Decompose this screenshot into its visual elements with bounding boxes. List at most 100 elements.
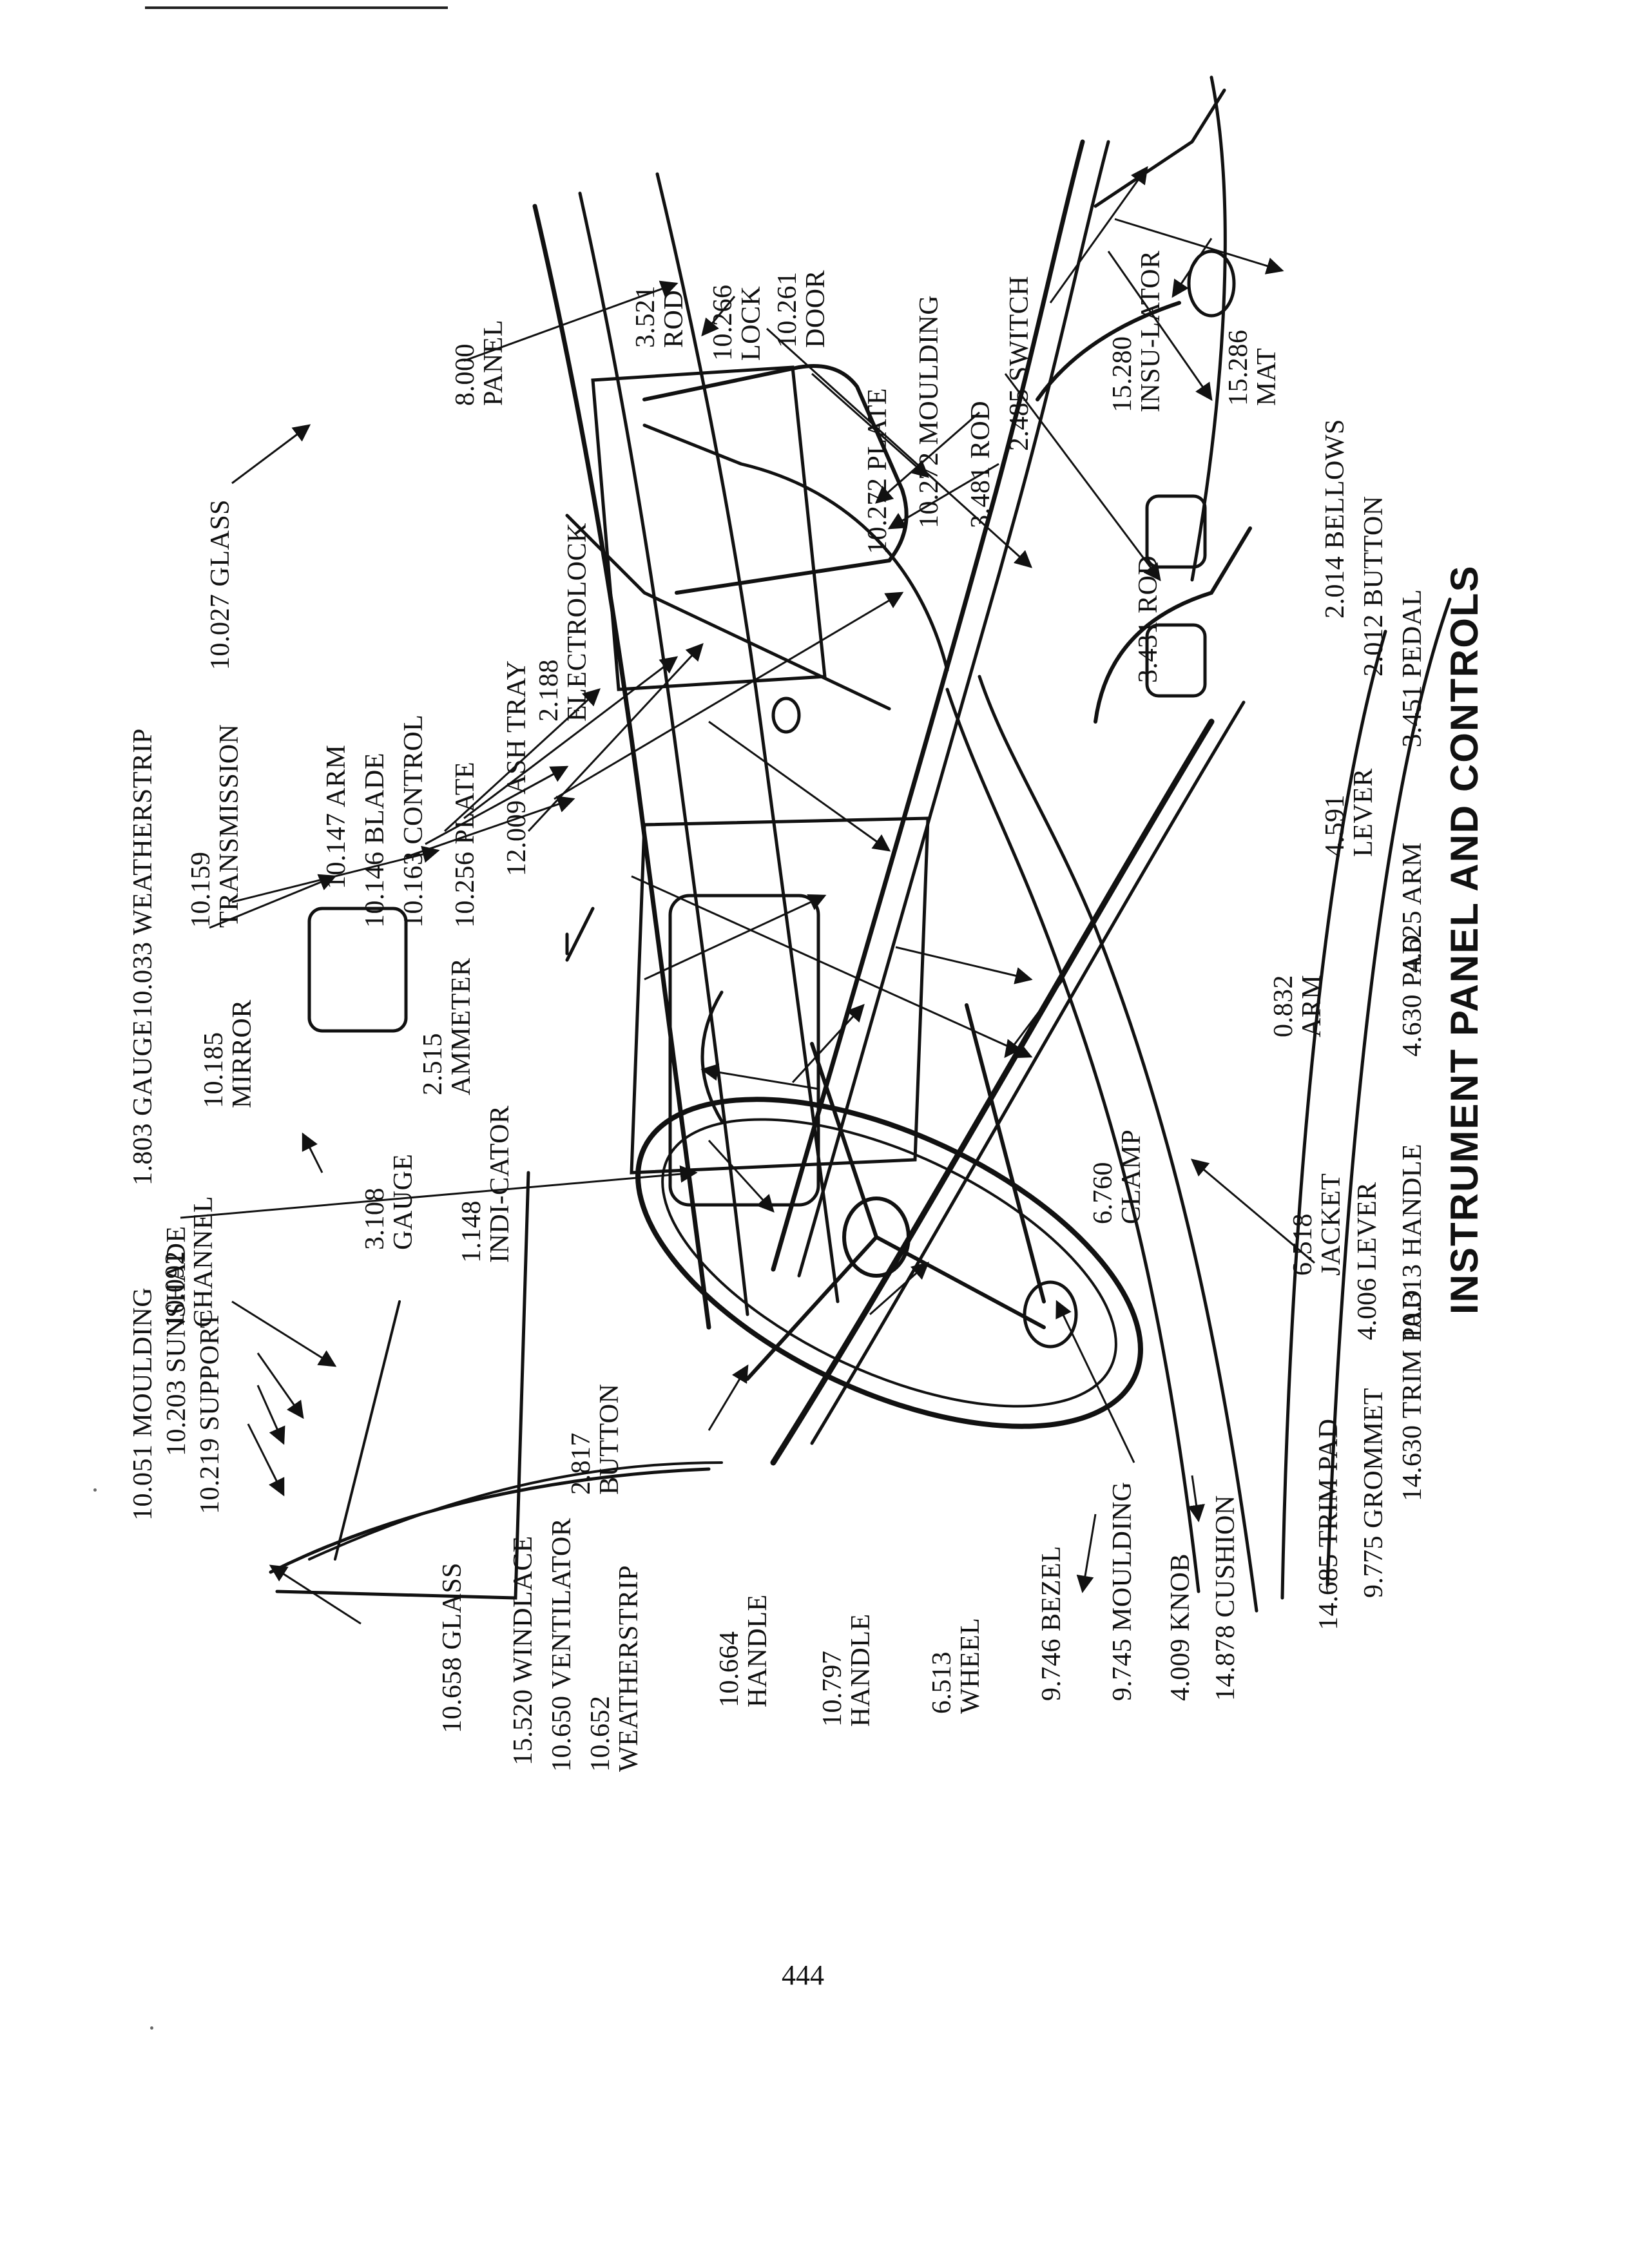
- callout-name: ELECTROLOCK: [563, 523, 592, 722]
- callout-name: TRIM PAD: [1398, 1289, 1427, 1419]
- callout-number: 4.591: [1320, 794, 1350, 857]
- callout-4630-pad: 4.630 PAD: [1398, 934, 1427, 1057]
- callout-6513-wheel: 6.513 WHEEL: [927, 1618, 985, 1714]
- callout-name: GAUGE: [128, 1019, 158, 1116]
- callout-name: HANDLE: [1398, 1143, 1427, 1257]
- callout-name: INSU-LATOR: [1136, 250, 1166, 412]
- callout-10147-arm: 10.147 ARM: [322, 745, 351, 889]
- speck: [93, 1488, 97, 1492]
- callout-number: 15.280: [1108, 336, 1137, 413]
- callout-10163-control: 10.163 CONTROL: [399, 715, 429, 928]
- callout-10219-support: 10.219 SUPPORT: [195, 1311, 225, 1515]
- callout-number: 6.513: [927, 1651, 957, 1714]
- callout-2014-bellows: 2.014 BELLOWS: [1320, 419, 1350, 619]
- callout-number: 10.051: [128, 1444, 158, 1521]
- callout-number: 10.147: [322, 812, 351, 890]
- callout-number: 10.797: [818, 1650, 847, 1727]
- callout-6518-jacket: 6.518 JACKET: [1288, 1173, 1346, 1276]
- callout-number: 10.027: [206, 593, 235, 671]
- callout-number: 1.148: [457, 1200, 487, 1263]
- callout-name: LEVER: [1353, 1182, 1382, 1271]
- callout-number: 14.630: [1398, 1425, 1427, 1502]
- callout-number: 3.521: [631, 285, 660, 348]
- callout-number: 4.630: [1398, 994, 1427, 1057]
- callout-name: MIRROR: [227, 999, 257, 1108]
- callout-name: PLATE: [863, 388, 892, 471]
- callout-3521-rod: 3.521 ROD: [631, 285, 689, 348]
- header-rule: [145, 6, 448, 9]
- callout-name: GLASS: [438, 1562, 467, 1650]
- callout-name: PEDAL: [1398, 589, 1427, 678]
- callout-number: 15.286: [1224, 329, 1253, 407]
- callout-2515-ammeter: 2.515 AMMETER: [418, 957, 476, 1096]
- callout-number: 10.159: [186, 851, 216, 928]
- callout-1803-gauge: 1.803 GAUGE: [128, 1019, 158, 1186]
- callout-name: BELLOWS: [1320, 419, 1350, 549]
- callout-9746-bezel: 9.746 BEZEL: [1037, 1546, 1066, 1701]
- callout-10027-glass: 10.027 GLASS: [206, 499, 235, 670]
- callout-number: 14.685: [1314, 1553, 1344, 1631]
- callout-10658-glass: 10.658 GLASS: [438, 1562, 467, 1733]
- callout-name: ARM: [1398, 842, 1427, 905]
- callout-name: MAT: [1252, 347, 1282, 406]
- callout-12009-ash-tray: 12.009 ASH TRAY: [502, 660, 532, 877]
- callout-number: 6.518: [1288, 1213, 1318, 1276]
- callout-4006-lever: 4.006 LEVER: [1353, 1182, 1382, 1340]
- callout-name: GAUGE: [389, 1153, 418, 1250]
- callout-name: GROMMET: [1359, 1387, 1389, 1528]
- callout-number: 4.009: [1166, 1639, 1195, 1701]
- callout-name: WEATHERSTRIP: [128, 728, 158, 936]
- callout-3108-gauge: 3.108 GAUGE: [360, 1153, 418, 1250]
- callout-number: 0.832: [1269, 975, 1298, 1037]
- callout-number: 10.266: [708, 284, 738, 361]
- callout-2817-button: 2.817 BUTTON: [566, 1383, 624, 1495]
- callout-10256-plate: 10.256 PLATE: [450, 762, 480, 928]
- callout-10664-handle: 10.664 HANDLE: [715, 1594, 773, 1707]
- callout-15520-windlace: 15.520 WINDLACE: [508, 1535, 538, 1766]
- callout-10092-channel: 10.092 CHANNEL: [160, 1195, 218, 1328]
- callout-name: KNOB: [1166, 1553, 1195, 1631]
- callout-number: 10.092: [160, 1251, 190, 1328]
- callout-number: 10.658: [438, 1657, 467, 1734]
- callout-name: ARM: [1297, 974, 1327, 1037]
- callout-name: MOULDING: [1108, 1481, 1137, 1631]
- callout-name: TRANSMISSION: [215, 724, 244, 928]
- callout-name: VENTILATOR: [547, 1517, 577, 1689]
- callout-9775-grommet: 9.775 GROMMET: [1359, 1387, 1389, 1598]
- callout-name: CHANNEL: [189, 1195, 218, 1327]
- callout-name: LOCK: [737, 285, 766, 361]
- callout-name: JACKET: [1316, 1173, 1346, 1276]
- callout-3451-pedal: 3.451 PEDAL: [1398, 589, 1427, 747]
- callout-name: SUPPORT: [195, 1311, 225, 1431]
- callout-name: ROD: [659, 289, 689, 348]
- callout-name: WINDLACE: [508, 1535, 538, 1683]
- callout-number: 10.185: [199, 1032, 229, 1109]
- callout-name: INDI-CATOR: [485, 1105, 515, 1263]
- callout-10159-transmission: 10.159 TRANSMISSION: [186, 724, 244, 928]
- callout-name: PLATE: [450, 762, 480, 845]
- callout-10797-handle: 10.797 HANDLE: [818, 1613, 876, 1727]
- callout-number: 2.817: [566, 1432, 596, 1495]
- callout-number: 2.515: [418, 1033, 448, 1095]
- callout-number: 12.009: [502, 800, 532, 877]
- callout-number: 9.746: [1037, 1639, 1066, 1701]
- page-number: 444: [782, 1959, 824, 1991]
- callout-10652-weatherstrip: 10.652 WEATHERSTRIP: [586, 1565, 644, 1772]
- callout-name: ARM: [322, 744, 351, 807]
- callout-name: TRIM PAD: [1314, 1418, 1344, 1548]
- callout-name: AMMETER: [447, 957, 476, 1096]
- callout-15286-mat: 15.286 MAT: [1224, 329, 1282, 407]
- callout-number: 15.520: [508, 1689, 538, 1766]
- callout-number: 10.219: [195, 1437, 225, 1515]
- callout-name: LEVER: [1349, 768, 1378, 857]
- callout-number: 9.745: [1108, 1639, 1137, 1701]
- callout-name: GLASS: [206, 499, 235, 587]
- callout-number: 10.203: [162, 1379, 191, 1457]
- callout-number: 8.000: [450, 343, 480, 406]
- callout-number: 2.188: [534, 659, 564, 722]
- callout-name: ROD: [1133, 555, 1163, 613]
- callout-number: 3.108: [360, 1187, 390, 1250]
- callout-15280-insulator: 15.280 INSU-LATOR: [1108, 250, 1166, 413]
